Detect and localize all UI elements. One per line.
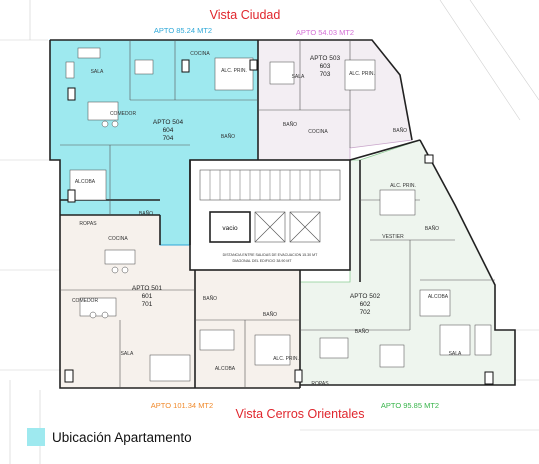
area-label-apto-503: APTO 54.03 MT2 [296, 28, 354, 37]
building-core: vacio DISTANCIA ENTRE SALIDAS DE EVACUAC… [189, 159, 351, 271]
title-vista-ciudad: Vista Ciudad [210, 8, 281, 22]
room-sala: SALA [449, 351, 462, 357]
room-bano: BAÑO [355, 328, 369, 335]
room-cocina: COCINA [308, 129, 328, 135]
svg-text:604: 604 [163, 127, 174, 134]
room-vestier: VESTIER [382, 234, 404, 240]
room-alc-prin: ALC. PRIN. [221, 68, 247, 74]
columns [64, 59, 494, 385]
svg-text:601: 601 [142, 293, 153, 300]
unit-label-503: APTO 503 603 703 [310, 55, 341, 78]
svg-text:603: 603 [320, 63, 331, 70]
area-label-apto-504: APTO 85.24 MT2 [154, 26, 212, 35]
svg-text:704: 704 [163, 135, 174, 142]
room-bano: BAÑO [139, 210, 153, 217]
legend: Ubicación Apartamento [27, 428, 192, 446]
room-alcoba: ALCOBA [215, 366, 236, 372]
room-comedor: COMEDOR [110, 111, 137, 117]
unit-label-504: APTO 504 604 704 [153, 119, 184, 142]
room-comedor: COMEDOR [72, 298, 99, 304]
room-alc-prin: ALC. PRIN. [273, 356, 299, 362]
room-bano: BAÑO [425, 225, 439, 232]
room-sala: SALA [91, 69, 104, 75]
room-alc-prin: ALC. PRIN. [390, 183, 416, 189]
unit-label-502: APTO 502 602 702 [350, 293, 381, 316]
room-alcoba: ALCOBA [75, 179, 96, 185]
legend-label: Ubicación Apartamento [52, 429, 192, 445]
walls [49, 39, 516, 389]
svg-text:APTO 501: APTO 501 [132, 285, 163, 292]
room-sala: SALA [292, 74, 305, 80]
room-bano: BAÑO [283, 121, 297, 128]
furniture [65, 47, 492, 382]
room-sala: SALA [121, 351, 134, 357]
core-note-line-1: DISTANCIA ENTRE SALIDAS DE EVACUACION 15… [223, 253, 319, 257]
room-cocina: COCINA [108, 236, 128, 242]
area-label-apto-501: APTO 101.34 MT2 [151, 401, 213, 410]
room-alc-prin: ALC. PRIN. [349, 71, 375, 77]
vacio-label: vacio [222, 225, 238, 232]
room-ropas: ROPAS [311, 381, 329, 387]
legend-swatch [27, 428, 45, 446]
partitions [60, 40, 495, 388]
unit-label-501: APTO 501 601 701 [132, 285, 163, 308]
room-cocina: COCINA [190, 51, 210, 57]
area-label-apto-502: APTO 95.85 MT2 [381, 401, 439, 410]
room-labels: SALA COCINA ALC. PRIN. COMEDOR BAÑO ALCO… [72, 51, 462, 387]
svg-text:APTO 503: APTO 503 [310, 55, 341, 62]
room-ropas: ROPAS [79, 221, 97, 227]
svg-text:APTO 502: APTO 502 [350, 293, 381, 300]
room-alcoba: ALCOBA [428, 294, 449, 300]
room-bano: BAÑO [221, 133, 235, 140]
room-bano: BAÑO [263, 311, 277, 318]
title-vista-cerros: Vista Cerros Orientales [236, 407, 365, 421]
svg-text:602: 602 [360, 301, 371, 308]
svg-text:701: 701 [142, 301, 153, 308]
svg-text:703: 703 [320, 71, 331, 78]
room-bano: BAÑO [393, 127, 407, 134]
core-note-line-2: DIAGONAL DEL EDIFICIO 38.90 MT [232, 259, 292, 263]
svg-text:702: 702 [360, 309, 371, 316]
room-bano: BAÑO [203, 295, 217, 302]
svg-text:APTO 504: APTO 504 [153, 119, 184, 126]
